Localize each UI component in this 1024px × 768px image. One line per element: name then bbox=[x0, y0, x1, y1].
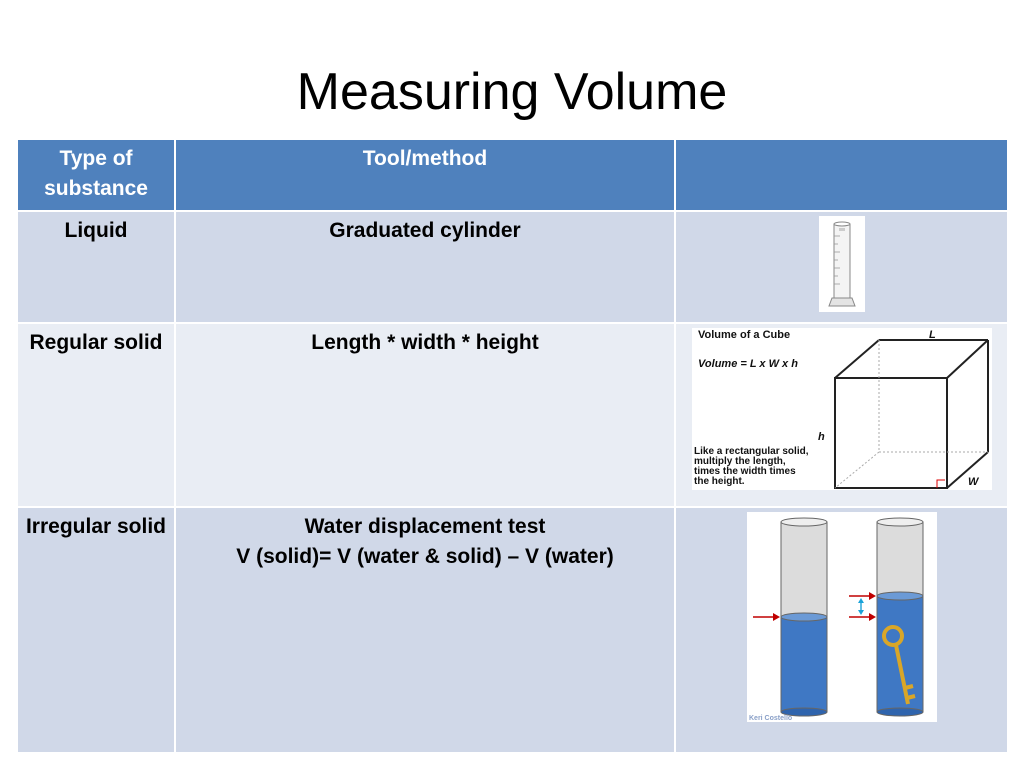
difference-arrow-icon bbox=[857, 598, 864, 615]
method-line: V (solid)= V (water & solid) – V (water) bbox=[236, 545, 614, 568]
level-arrow-icon bbox=[752, 613, 780, 621]
table-row: Regular solid Length * width * height Vo… bbox=[16, 322, 1009, 508]
water-displacement-image: Keri Costello bbox=[746, 512, 937, 722]
header-image bbox=[674, 138, 1009, 212]
cube-label-h: h bbox=[818, 431, 825, 443]
header-tool-method: Tool/method bbox=[174, 138, 676, 212]
header-type: Type of substance bbox=[16, 138, 176, 212]
type-cell: Regular solid bbox=[16, 322, 176, 508]
method-cell: Graduated cylinder bbox=[174, 210, 676, 324]
cube-formula: Volume = L x W x h bbox=[698, 358, 798, 370]
cube-caption-line: Like a rectangular solid, bbox=[694, 446, 809, 457]
image-credit: Keri Costello bbox=[749, 715, 792, 722]
method-line: Water displacement test bbox=[304, 515, 546, 538]
table-row: Liquid Graduated cylinder bbox=[16, 210, 1009, 324]
key-icon bbox=[881, 625, 915, 705]
method-cell: Length * width * height bbox=[174, 322, 676, 508]
volume-table: Type of substance Tool/method Liquid Gra… bbox=[16, 138, 1009, 754]
level-arrow-icon bbox=[848, 592, 876, 621]
graduated-cylinder-image bbox=[818, 216, 865, 312]
type-cell: Irregular solid bbox=[16, 506, 176, 754]
cylinder-water-and-solid bbox=[876, 517, 923, 717]
table-row: Irregular solid Water displacement test … bbox=[16, 506, 1009, 754]
method-line: Length * width * height bbox=[311, 331, 539, 354]
cube-caption-line: multiply the length, bbox=[694, 456, 786, 467]
image-cell: Keri Costello bbox=[674, 506, 1009, 754]
table-header-row: Type of substance Tool/method bbox=[16, 138, 1009, 212]
method-cell: Water displacement test V (solid)= V (wa… bbox=[174, 506, 676, 754]
slide-title: Measuring Volume bbox=[296, 63, 728, 121]
cube-caption-line: times the width times bbox=[694, 466, 796, 477]
cube-label-l: L bbox=[929, 329, 936, 341]
method-line: Graduated cylinder bbox=[329, 219, 521, 242]
image-cell bbox=[674, 210, 1009, 324]
cube-drawing bbox=[833, 339, 989, 489]
cube-heading: Volume of a Cube bbox=[698, 329, 790, 341]
image-cell: Volume of a Cube Volume = L x W x h L h … bbox=[674, 322, 1009, 508]
cube-caption-line: the height. bbox=[694, 476, 745, 487]
cube-caption: Like a rectangular solid, multiply the l… bbox=[694, 446, 809, 487]
type-cell: Liquid bbox=[16, 210, 176, 324]
cube-volume-image: Volume of a Cube Volume = L x W x h L h … bbox=[691, 328, 992, 490]
cube-label-w: W bbox=[968, 476, 980, 488]
cylinder-water-only bbox=[780, 517, 827, 717]
